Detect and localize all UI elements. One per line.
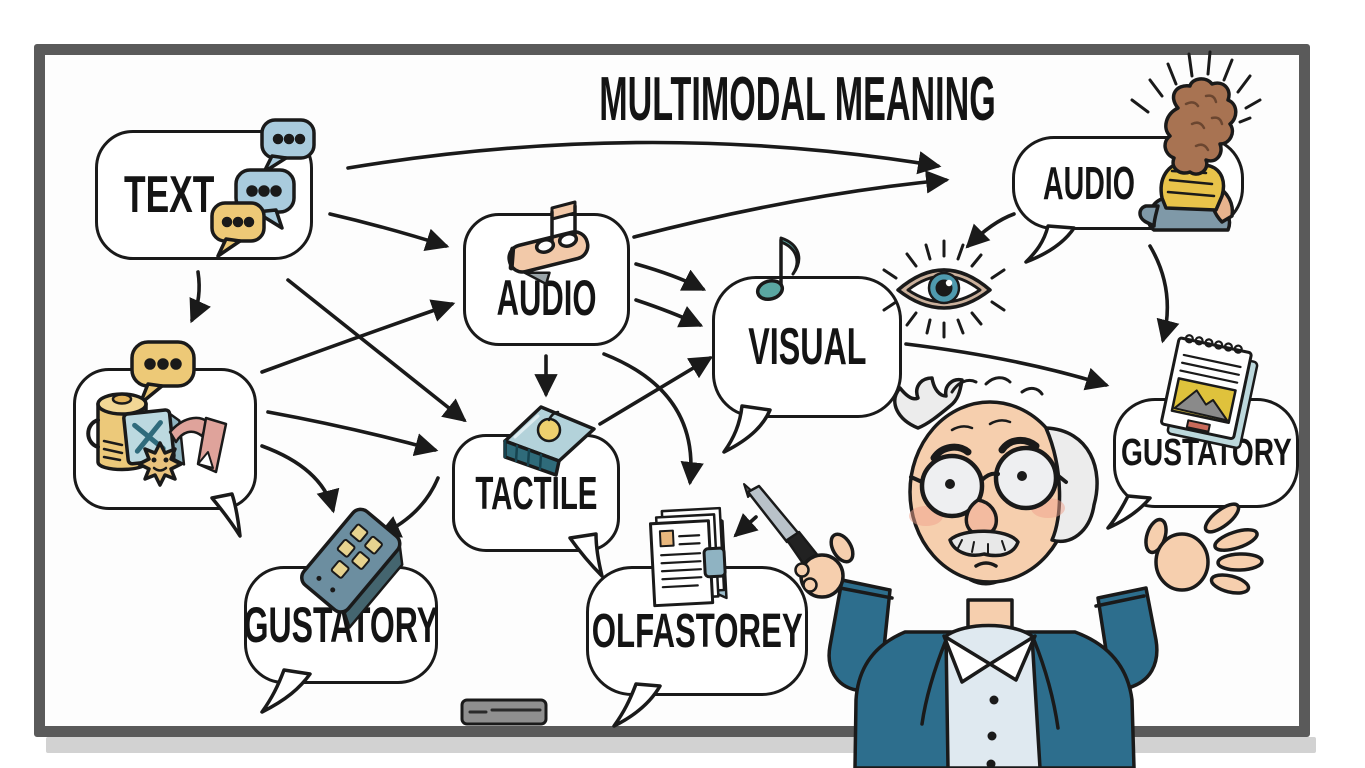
whiteboard-frame	[34, 44, 1310, 737]
whiteboard-shadow	[46, 737, 1316, 753]
